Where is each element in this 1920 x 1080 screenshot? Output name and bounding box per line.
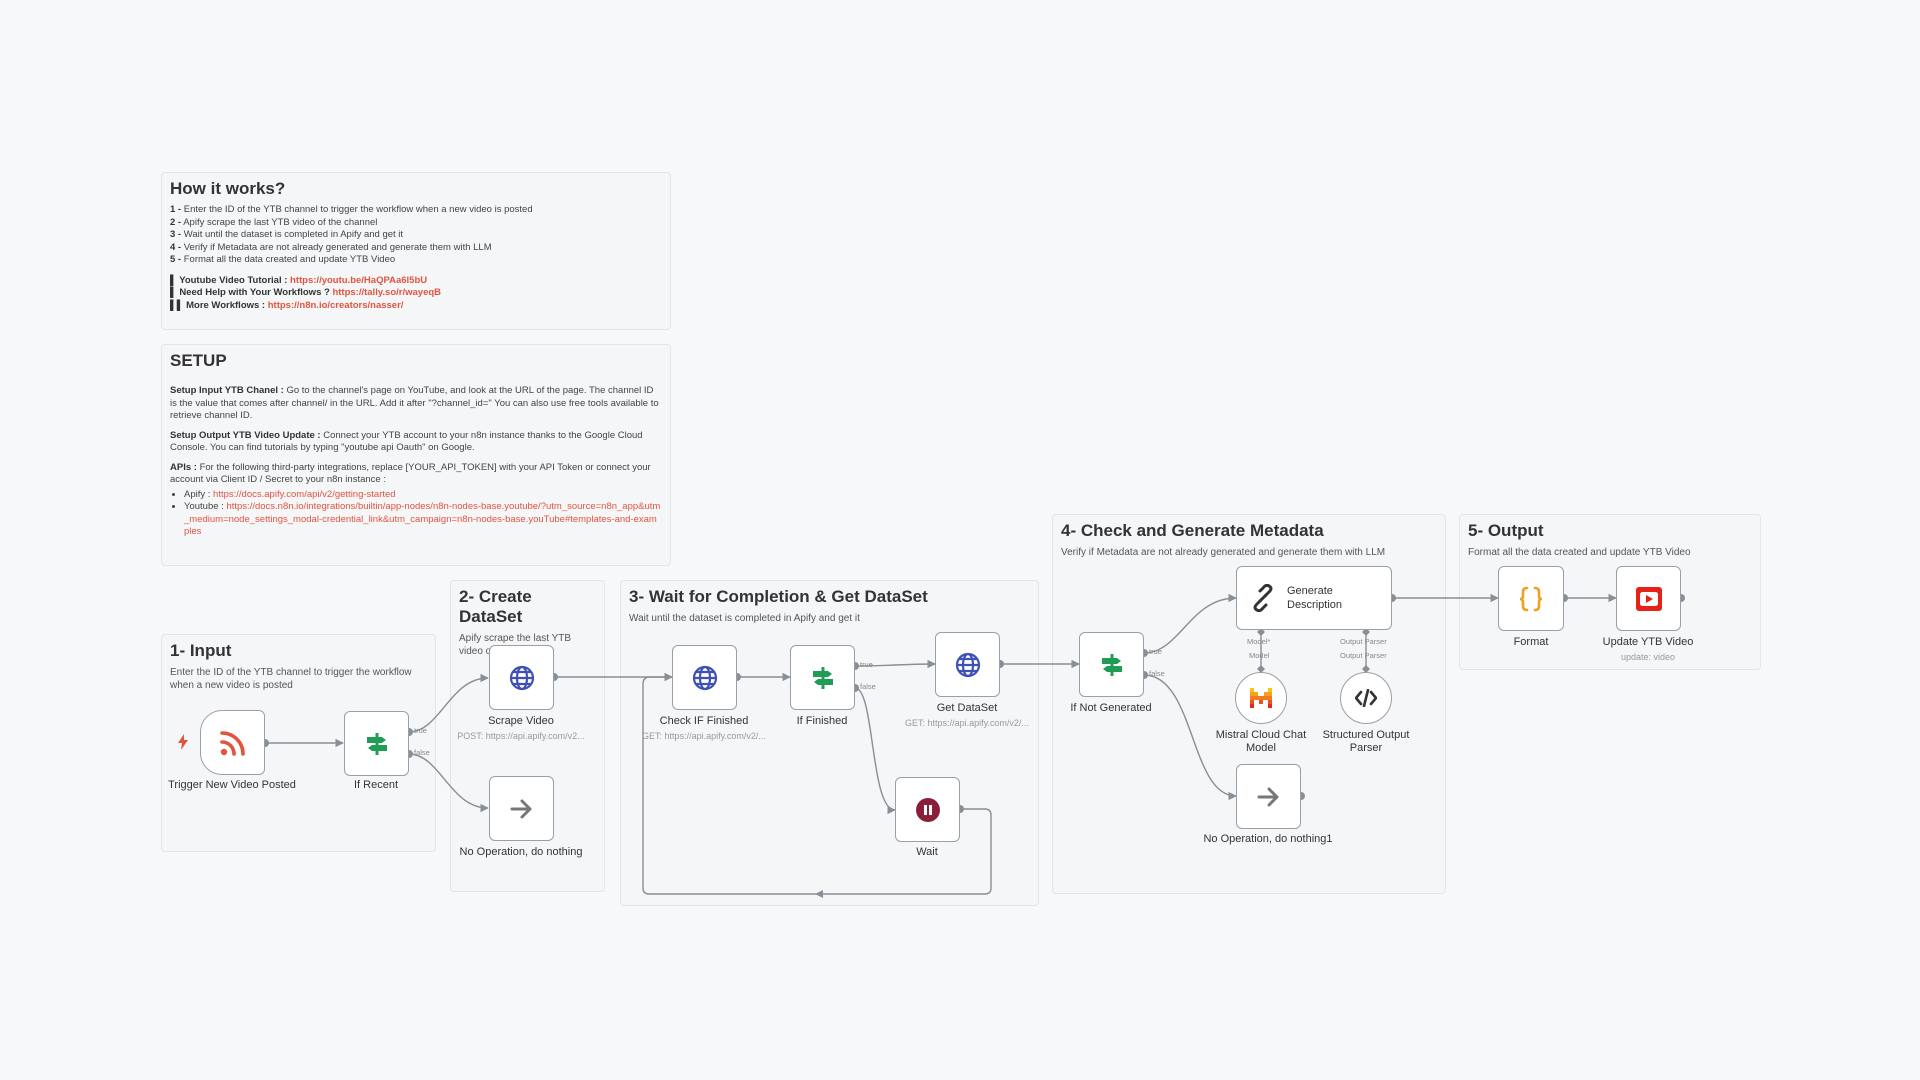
- node-label: Wait: [916, 846, 938, 858]
- port-label-false: false: [1149, 669, 1165, 678]
- step-line-5: 5 - Format all the data created and upda…: [170, 254, 396, 265]
- port-label-false: false: [860, 682, 876, 691]
- chain-link-icon: [1253, 584, 1273, 612]
- node-check-if-finished[interactable]: [672, 645, 737, 710]
- node-no-operation[interactable]: [489, 776, 554, 841]
- node-label: Update YTB Video: [1602, 636, 1694, 648]
- node-label: No Operation, do nothing: [459, 846, 583, 858]
- globe-icon: [692, 665, 717, 690]
- arrow-right-icon: [510, 799, 531, 818]
- node-label: Scrape Video: [488, 715, 554, 727]
- youtube-docs-link[interactable]: https://docs.n8n.io/integrations/builtin…: [184, 501, 661, 537]
- node-structured-output-parser[interactable]: [1340, 672, 1392, 724]
- api-list: Apify : https://docs.apify.com/api/v2/ge…: [170, 489, 662, 539]
- node-generate-description[interactable]: Generate Description: [1236, 566, 1392, 630]
- node-label: If Not Generated: [1070, 702, 1152, 714]
- sticky-how-it-works[interactable]: How it works? 1 - Enter the ID of the YT…: [161, 172, 671, 330]
- node-trigger-new-video[interactable]: [200, 710, 265, 775]
- section-title: 5- Output: [1468, 521, 1544, 540]
- youtube-icon: [1635, 586, 1662, 611]
- node-label: No Operation, do nothing1: [1203, 833, 1333, 845]
- port-label-true: true: [860, 660, 873, 669]
- node-mistral-chat-model[interactable]: [1235, 672, 1287, 724]
- if-branch-icon: [1101, 653, 1122, 676]
- if-branch-icon: [366, 732, 387, 755]
- port-label-true: true: [414, 726, 427, 735]
- port-label-model: Model: [1249, 651, 1270, 660]
- section-description: Format all the data created and update Y…: [1468, 547, 1691, 558]
- node-label: If Recent: [353, 779, 399, 791]
- port-label-output-parser: Output Parser: [1340, 651, 1387, 660]
- if-branch-icon: [812, 666, 833, 689]
- node-subtitle: update: video: [1620, 652, 1676, 662]
- section-description: Verify if Metadata are not already gener…: [1061, 547, 1386, 558]
- node-if-recent[interactable]: [344, 711, 409, 776]
- section-title: 4- Check and Generate Metadata: [1061, 521, 1324, 540]
- section-description: Wait until the dataset is completed in A…: [629, 613, 860, 624]
- braces-icon: [1519, 586, 1543, 611]
- more-workflows-link[interactable]: https://n8n.io/creators/nasser/: [267, 299, 404, 311]
- node-if-finished[interactable]: [790, 645, 855, 710]
- section-description: Enter the ID of the YTB channel to trigg…: [170, 667, 412, 691]
- sticky-setup[interactable]: SETUP Setup Input YTB Chanel : Go to the…: [161, 344, 671, 566]
- trigger-bolt-icon: [178, 734, 188, 750]
- node-label: Format: [1513, 636, 1549, 648]
- node-subtitle: GET: https://api.apify.com/v2/...: [642, 731, 766, 741]
- node-no-operation-1[interactable]: [1236, 764, 1301, 829]
- step-line-3: 3 - Wait until the dataset is completed …: [170, 229, 404, 240]
- help-link[interactable]: https://tally.so/r/wayeqB: [332, 287, 442, 298]
- node-label: If Finished: [796, 715, 848, 727]
- api-item-apify: Apify : https://docs.apify.com/api/v2/ge…: [184, 489, 662, 502]
- section-title: 1- Input: [170, 641, 232, 660]
- step-line-4: 4 - Verify if Metadata are not already g…: [170, 241, 492, 253]
- link-line-tutorial: ▌ Youtube Video Tutorial : https://youtu…: [170, 274, 428, 286]
- node-title: Generate Description: [1287, 585, 1343, 611]
- node-update-ytb-video[interactable]: [1616, 566, 1681, 631]
- globe-icon: [509, 665, 534, 690]
- step-line-1: 1 - Enter the ID of the YTB channel to t…: [170, 204, 533, 215]
- node-label: Structured Output Parser: [1322, 729, 1410, 754]
- section-title: 3- Wait for Completion & Get DataSet: [629, 587, 928, 606]
- setup-apis-paragraph: APIs : For the following third-party int…: [170, 461, 651, 486]
- port-label-true: true: [1149, 647, 1162, 656]
- node-label: Get DataSet: [936, 702, 998, 714]
- code-icon: [1355, 689, 1377, 707]
- node-label: Mistral Cloud Chat Model: [1215, 729, 1307, 754]
- node-scrape-video[interactable]: [489, 645, 554, 710]
- port-label-model-required: Model*: [1247, 637, 1271, 646]
- apify-docs-link[interactable]: https://docs.apify.com/api/v2/getting-st…: [213, 488, 396, 500]
- section-title: 2- Create DataSet: [459, 587, 532, 626]
- node-label: Check IF Finished: [659, 715, 749, 727]
- sticky-title: How it works?: [170, 179, 286, 198]
- arrow-right-icon: [1257, 787, 1278, 806]
- setup-input-paragraph: Setup Input YTB Chanel : Go to the chann…: [170, 385, 659, 421]
- rss-icon: [219, 730, 245, 756]
- mistral-logo-icon: [1250, 688, 1272, 708]
- node-subtitle: GET: https://api.apify.com/v2/...: [905, 718, 1029, 728]
- node-get-dataset[interactable]: [935, 632, 1000, 697]
- step-line-2: 2 - Apify scrape the last YTB video of t…: [170, 216, 378, 228]
- port-label-output-parser: Output Parser: [1340, 637, 1387, 646]
- setup-output-paragraph: Setup Output YTB Video Update : Connect …: [170, 429, 643, 454]
- node-subtitle: POST: https://api.apify.com/v2...: [457, 731, 585, 741]
- pause-icon: [915, 797, 940, 822]
- api-item-youtube: Youtube : https://docs.n8n.io/integratio…: [184, 501, 662, 539]
- port-label-false: false: [414, 748, 430, 757]
- sticky-title: SETUP: [170, 351, 227, 370]
- node-format[interactable]: [1498, 566, 1564, 631]
- node-wait[interactable]: [895, 777, 960, 842]
- node-label: Trigger New Video Posted: [168, 779, 296, 791]
- link-line-more: ▌▌ More Workflows : https://n8n.io/creat…: [170, 299, 404, 311]
- link-line-help: ▌ Need Help with Your Workflows ? https:…: [170, 287, 442, 298]
- node-if-not-generated[interactable]: [1079, 632, 1144, 697]
- tutorial-link[interactable]: https://youtu.be/HaQPAa6l5bU: [290, 274, 428, 286]
- globe-icon: [955, 652, 980, 677]
